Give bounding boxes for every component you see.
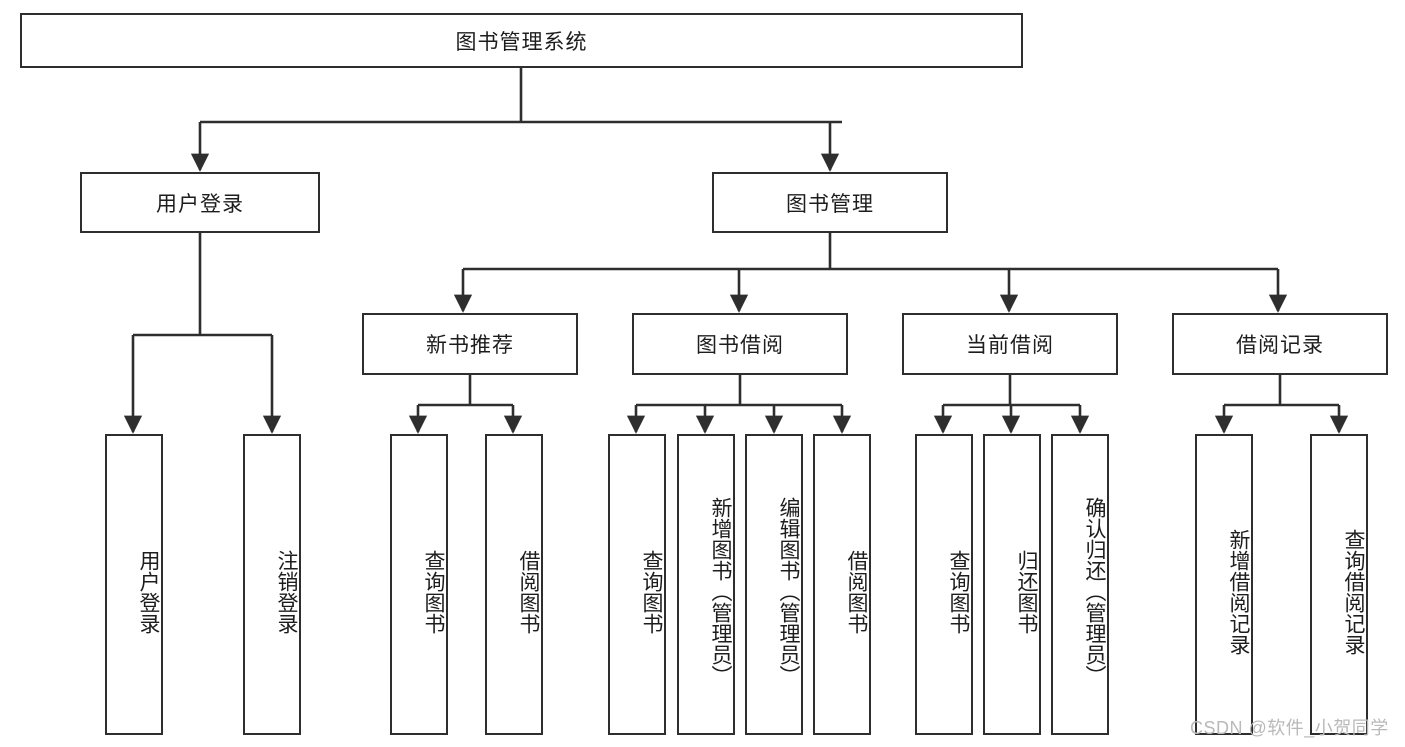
leaf-add-book[interactable]: 新增图书（管理员） [677,434,735,735]
leaf-query-book-2-label: 查询图书 [640,549,663,634]
node-book-manage[interactable]: 图书管理 [712,172,948,233]
leaf-query-record-label: 查询借阅记录 [1342,528,1365,655]
leaf-return-book-label: 归还图书 [1015,549,1038,634]
node-user-login-label: 用户登录 [156,192,244,216]
node-book-manage-label: 图书管理 [786,192,874,216]
node-borrow-record-label: 借阅记录 [1236,334,1324,357]
node-book-borrow-label: 图书借阅 [696,334,784,357]
leaf-return-book[interactable]: 归还图书 [983,434,1041,735]
leaf-query-book-3[interactable]: 查询图书 [915,434,973,735]
leaf-add-record[interactable]: 新增借阅记录 [1195,434,1253,735]
leaf-query-book-2[interactable]: 查询图书 [608,434,666,735]
node-root[interactable]: 图书管理系统 [20,13,1023,68]
node-book-borrow[interactable]: 图书借阅 [632,313,848,375]
node-current-borrow-label: 当前借阅 [966,334,1054,357]
leaf-confirm-return-label: 确认归还（管理员） [1083,497,1106,686]
leaf-query-book-3-label: 查询图书 [947,549,970,634]
leaf-borrow-book-2[interactable]: 借阅图书 [813,434,871,735]
leaf-confirm-return[interactable]: 确认归还（管理员） [1051,434,1109,735]
leaf-query-book-1-label: 查询图书 [422,549,445,634]
leaf-add-book-label: 新增图书（管理员） [709,497,732,686]
node-current-borrow[interactable]: 当前借阅 [902,313,1118,375]
leaf-edit-book[interactable]: 编辑图书（管理员） [745,434,803,735]
leaf-borrow-book-2-label: 借阅图书 [845,549,868,634]
leaf-user-login[interactable]: 用户登录 [105,434,163,735]
csdn-watermark: CSDN @软件_小贺同学 [1190,718,1389,738]
leaf-edit-book-label: 编辑图书（管理员） [777,497,800,686]
leaf-borrow-book-1-label: 借阅图书 [517,549,540,634]
node-borrow-record[interactable]: 借阅记录 [1172,313,1388,375]
leaf-logout-login[interactable]: 注销登录 [243,434,301,735]
leaf-borrow-book-1[interactable]: 借阅图书 [485,434,543,735]
node-new-book-recommend[interactable]: 新书推荐 [362,313,578,375]
leaf-logout-login-label: 注销登录 [275,549,298,634]
node-root-label: 图书管理系统 [455,30,588,54]
leaf-query-record[interactable]: 查询借阅记录 [1310,434,1368,735]
node-user-login[interactable]: 用户登录 [80,172,320,233]
leaf-query-book-1[interactable]: 查询图书 [390,434,448,735]
node-new-book-recommend-label: 新书推荐 [426,334,514,357]
leaf-add-record-label: 新增借阅记录 [1227,528,1250,655]
leaf-user-login-label: 用户登录 [137,549,160,634]
